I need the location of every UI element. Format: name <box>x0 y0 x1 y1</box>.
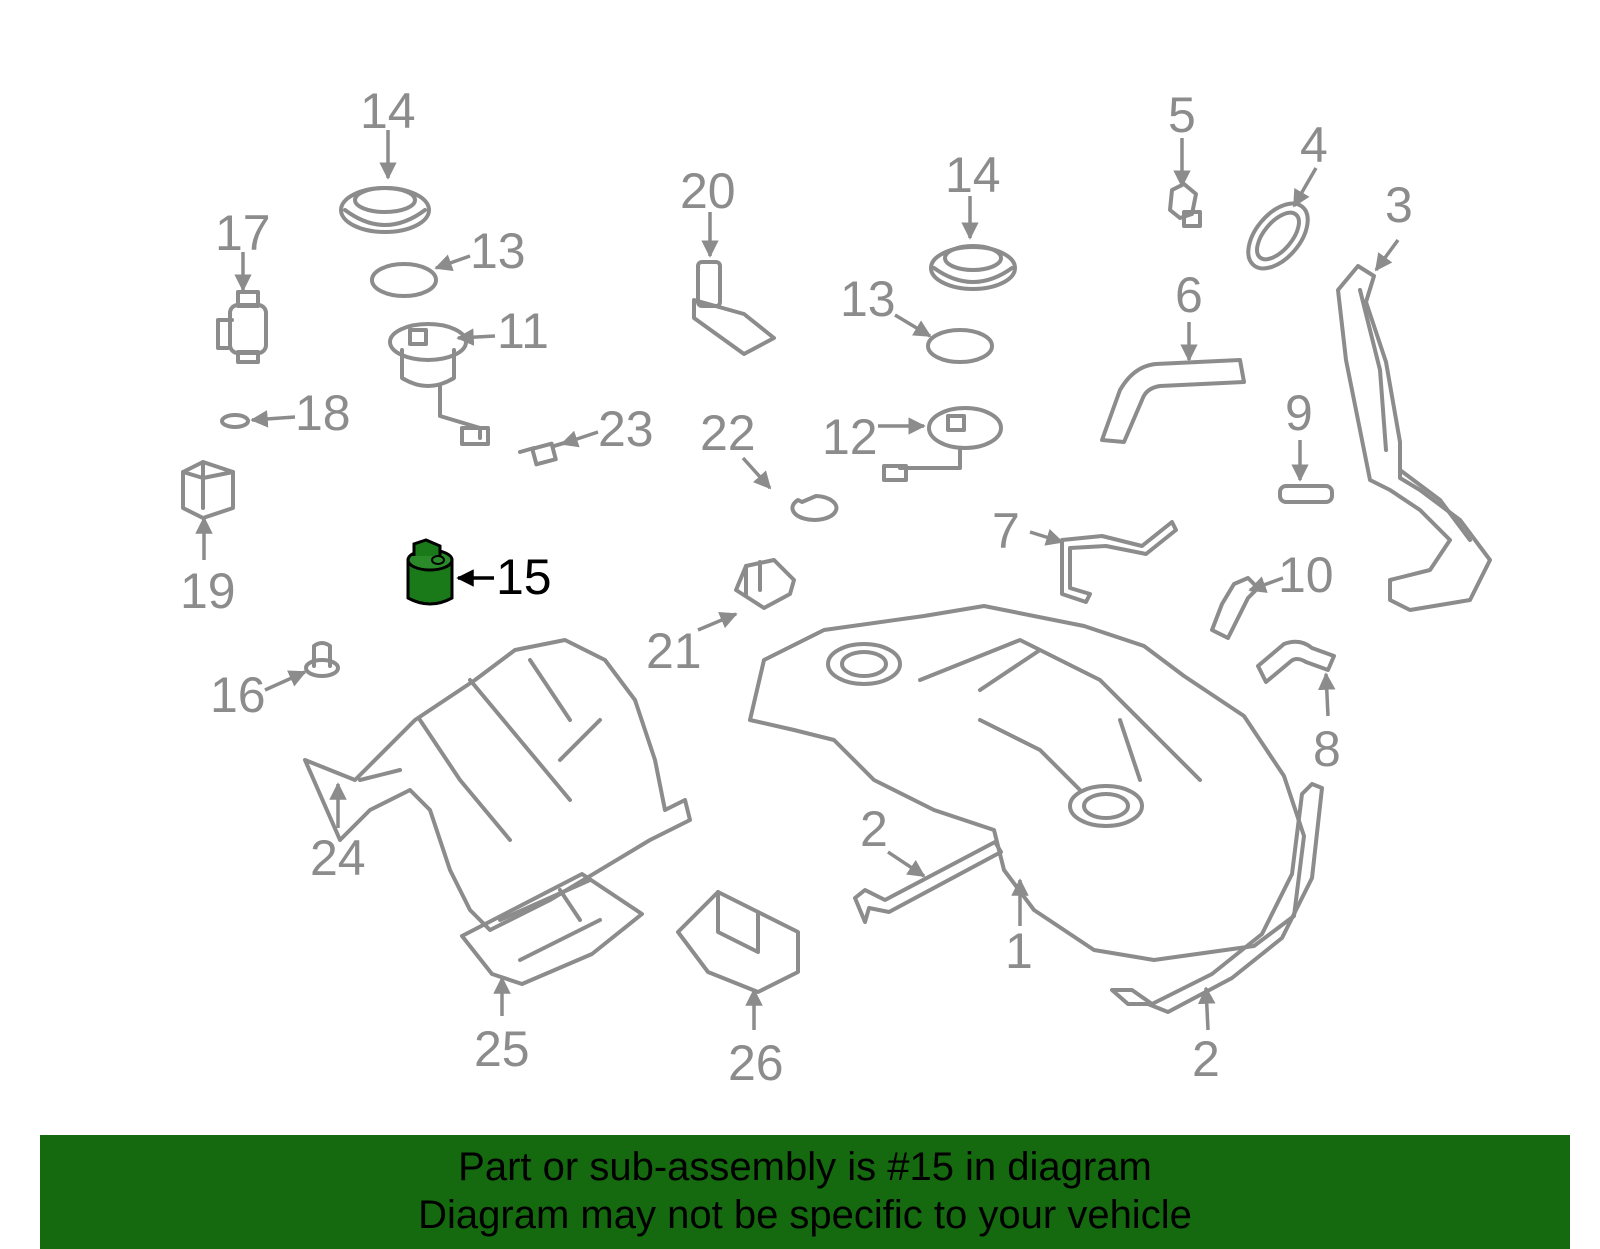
callout-5: 5 <box>1168 87 1196 143</box>
leader-2-left <box>887 850 926 878</box>
callout-1: 1 <box>1005 923 1033 979</box>
leader-13-left <box>434 254 471 272</box>
part-6-hose <box>1100 358 1246 444</box>
part-23-connector <box>518 441 566 467</box>
part-2-strap-left <box>853 840 1003 924</box>
leader-11 <box>456 328 496 346</box>
part-26-cover <box>676 890 800 994</box>
callout-22: 22 <box>700 405 756 461</box>
callout-13-left: 13 <box>470 223 526 279</box>
leader-3 <box>1374 238 1400 272</box>
leader-7 <box>1029 528 1064 546</box>
part-24-heat-shield <box>303 638 692 932</box>
part-16-grommet <box>304 641 340 678</box>
part-11-pump-module <box>388 322 490 446</box>
callout-25: 25 <box>474 1021 530 1077</box>
leader-8 <box>1318 672 1336 717</box>
part-21-bracket <box>734 558 796 610</box>
callout-14-left: 14 <box>360 83 416 139</box>
part-9-hose <box>1278 484 1334 504</box>
part-14-lock-ring-right <box>929 244 1017 291</box>
part-7-tube <box>1060 520 1178 604</box>
part-2-strap-right <box>1110 782 1324 1014</box>
info-banner: Part or sub-assembly is #15 in diagram D… <box>40 1135 1570 1249</box>
callout-19: 19 <box>180 563 236 619</box>
part-22-clip <box>790 494 839 522</box>
callout-24: 24 <box>310 830 366 886</box>
callout-7: 7 <box>992 503 1020 559</box>
leader-18 <box>250 410 296 428</box>
callout-2-right: 2 <box>1192 1031 1220 1087</box>
callout-12: 12 <box>822 409 878 465</box>
leader-16 <box>264 670 307 692</box>
part-13-o-ring-right <box>926 328 994 364</box>
part-15-highlighted <box>406 538 454 606</box>
part-12-sender <box>882 406 1003 482</box>
callout-13-right: 13 <box>840 271 896 327</box>
part-25-cover <box>460 872 644 986</box>
callout-14-right: 14 <box>945 147 1001 203</box>
part-13-o-ring-left <box>370 262 438 298</box>
part-14-lock-ring-left <box>339 186 431 234</box>
part-20-sender <box>692 260 776 356</box>
callout-9: 9 <box>1285 385 1313 441</box>
part-10-hose <box>1210 576 1260 640</box>
part-17-valve <box>216 290 268 364</box>
callout-23: 23 <box>598 401 654 457</box>
callout-15: 15 <box>496 549 552 605</box>
callout-6: 6 <box>1175 267 1203 323</box>
leader-2-right <box>1198 986 1216 1031</box>
callout-11: 11 <box>497 303 549 359</box>
callout-26: 26 <box>728 1035 784 1091</box>
part-3-filler-neck <box>1336 264 1492 612</box>
leader-13-right <box>894 313 932 338</box>
callout-10: 10 <box>1278 547 1334 603</box>
leader-22 <box>741 456 772 490</box>
banner-part-note: Part or sub-assembly is #15 in diagram <box>458 1145 1152 1189</box>
part-19-bracket <box>181 460 235 520</box>
callout-2-left: 2 <box>860 801 888 857</box>
callout-8: 8 <box>1313 721 1341 777</box>
part-18-seal <box>220 413 250 429</box>
part-1-fuel-tank <box>748 604 1306 962</box>
part-4-gasket <box>1246 201 1310 271</box>
callout-21: 21 <box>646 623 702 679</box>
callout-20: 20 <box>680 163 736 219</box>
leader-4 <box>1292 167 1318 208</box>
leader-10 <box>1248 576 1284 593</box>
leader-21 <box>697 612 738 632</box>
part-8-hose <box>1256 639 1336 684</box>
leader-23 <box>560 430 599 448</box>
callout-17: 17 <box>215 205 271 261</box>
banner-disclaimer: Diagram may not be specific to your vehi… <box>418 1193 1192 1237</box>
part-5-valve <box>1168 182 1202 228</box>
callout-3: 3 <box>1385 177 1413 233</box>
callout-4: 4 <box>1300 117 1328 173</box>
callout-16: 16 <box>210 667 266 723</box>
callout-18: 18 <box>295 385 351 441</box>
